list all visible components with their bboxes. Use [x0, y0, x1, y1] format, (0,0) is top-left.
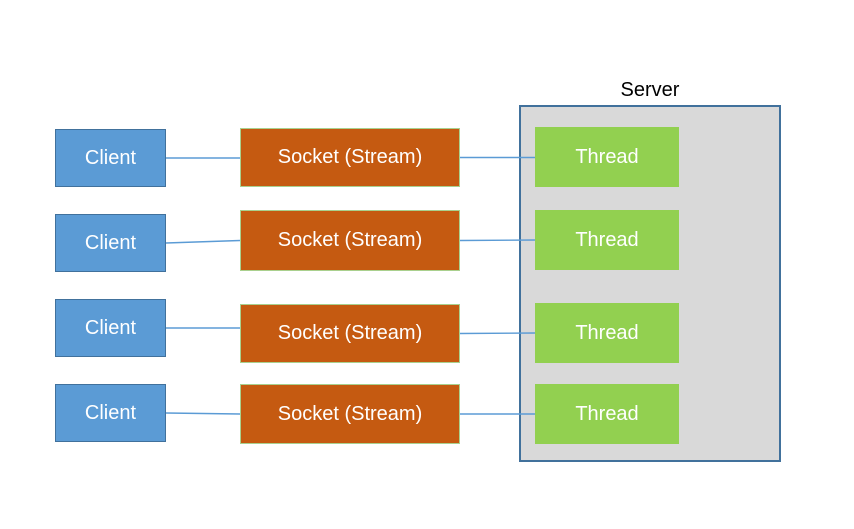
- client-box-3-label: Client: [84, 316, 137, 339]
- socket-box-3: Socket (Stream): [240, 304, 460, 363]
- socket-box-3-label: Socket (Stream): [277, 322, 423, 344]
- socket-box-4-label: Socket (Stream): [277, 402, 423, 425]
- connector-row2-client-socket: [165, 239, 241, 244]
- thread-box-2-label: Thread: [575, 228, 639, 251]
- socket-box-2-label: Socket (Stream): [277, 229, 423, 251]
- thread-box-1: Thread: [535, 127, 679, 187]
- server-label: Server: [620, 78, 680, 101]
- socket-box-1: Socket (Stream): [240, 128, 460, 187]
- client-box-3: Client: [55, 299, 166, 357]
- thread-box-1-label: Thread: [575, 145, 639, 168]
- client-box-1-label: Client: [84, 146, 137, 169]
- socket-box-4: Socket (Stream): [240, 384, 460, 444]
- socket-box-2: Socket (Stream): [240, 210, 460, 271]
- client-box-2-label: Client: [84, 231, 137, 254]
- thread-box-4: Thread: [535, 384, 679, 444]
- thread-box-4-label: Thread: [575, 402, 639, 425]
- thread-box-3-label: Thread: [575, 321, 639, 344]
- connector-row4-client-socket: [165, 412, 241, 415]
- client-box-4: Client: [55, 384, 166, 442]
- socket-box-1-label: Socket (Stream): [277, 146, 423, 168]
- client-box-1: Client: [55, 129, 166, 187]
- client-box-2: Client: [55, 214, 166, 272]
- client-box-4-label: Client: [84, 401, 137, 424]
- thread-box-2: Thread: [535, 210, 679, 270]
- thread-box-3: Thread: [535, 303, 679, 363]
